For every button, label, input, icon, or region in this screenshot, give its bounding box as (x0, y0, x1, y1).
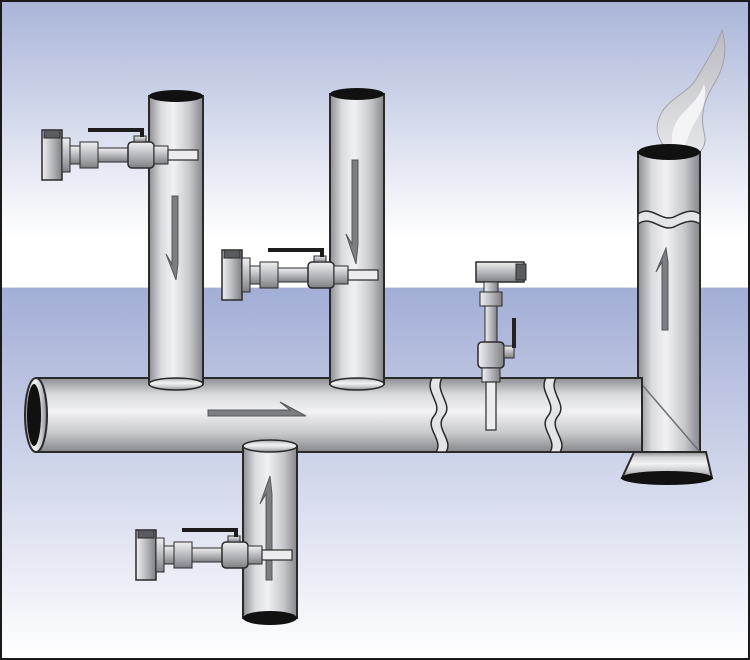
insertion-flow-meter-left (41, 128, 199, 181)
insertion-flow-meter-middle (221, 248, 379, 301)
flow-meters (41, 128, 379, 581)
valve-handle-icon (182, 528, 238, 537)
ball-valve-icon (307, 261, 335, 289)
riser-pipe-middle (329, 88, 385, 391)
flow-arrow-down-icon (165, 195, 179, 281)
header-pipe (24, 377, 643, 453)
flow-arrow-right-icon (207, 401, 307, 417)
flow-arrow-down-icon (345, 159, 359, 265)
insertion-flow-meter-bottom (135, 528, 293, 581)
ball-valve-icon (477, 341, 505, 369)
riser-pipe-left (148, 90, 204, 391)
flare-stack (620, 28, 726, 485)
flow-arrow-up-icon (655, 246, 669, 331)
branch-pipe-bottom (242, 439, 298, 625)
valve-handle-icon (512, 318, 516, 348)
ball-valve-icon (127, 141, 155, 169)
insertion-flow-meter-header (475, 261, 527, 431)
header-break-right (543, 377, 563, 453)
valve-handle-icon (88, 128, 144, 137)
header-break-left (429, 377, 449, 453)
flare-stack-body (637, 151, 701, 453)
ball-valve-icon (221, 541, 249, 569)
valve-handle-icon (268, 248, 324, 257)
